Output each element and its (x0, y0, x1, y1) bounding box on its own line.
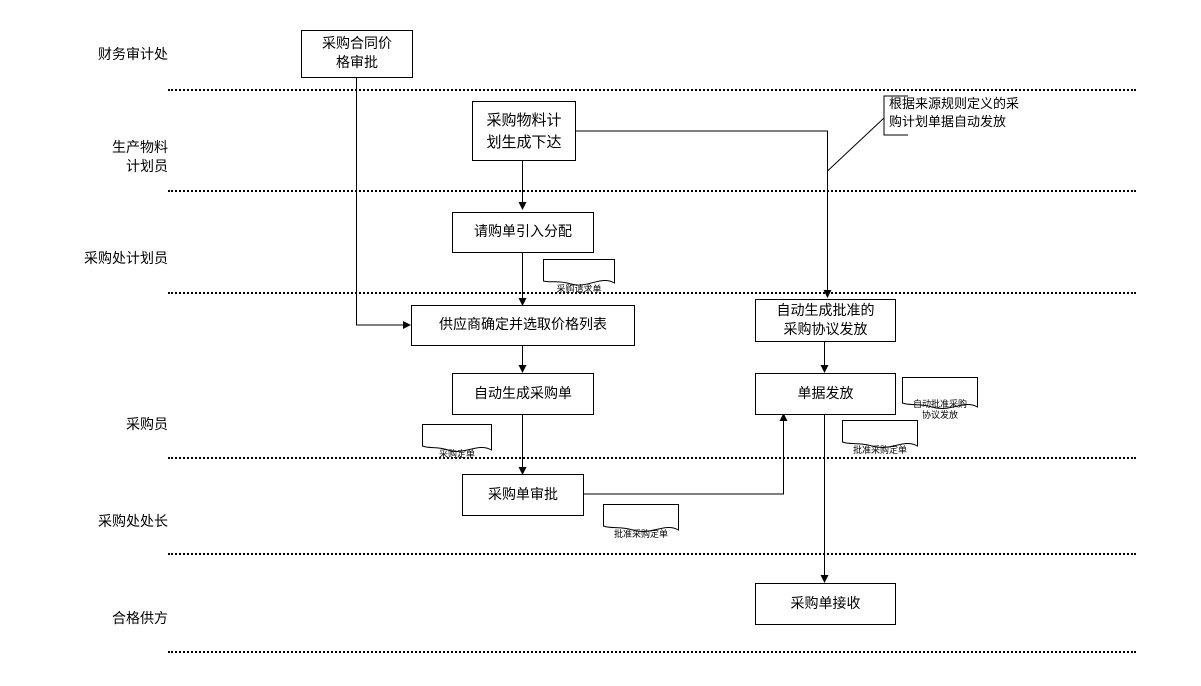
doc-auto-approved-agreement: 自动批准采购 协议发放 (902, 377, 978, 421)
document-shape-icon (902, 377, 978, 409)
step-po-approval[interactable]: 采购单审批 (462, 474, 584, 516)
step-supplier-price-list[interactable]: 供应商确定并选取价格列表 (411, 305, 635, 346)
step-auto-generate-po[interactable]: 自动生成采购单 (452, 373, 594, 415)
doc-label: 批准采购定单 (613, 530, 668, 540)
lane-divider (168, 190, 1136, 192)
doc-label: 采购请求单 (556, 285, 602, 295)
document-shape-icon (543, 259, 615, 286)
flow-plan-to-agreement (576, 130, 832, 298)
lane-divider (168, 553, 1136, 555)
doc-purchase-request: 采购请求单 (543, 259, 615, 295)
step-requisition-assign[interactable]: 请购单引入分配 (452, 212, 594, 253)
lane-label-production-planner: 生产物料 计划员 (112, 140, 168, 175)
step-contract-price-approval[interactable]: 采购合同价 格审批 (301, 30, 413, 78)
doc-approved-po-1: 批准采购定单 (603, 504, 679, 540)
annotation-auto-release: 根据来源规则定义的采 购计划单据自动发放 (889, 97, 1020, 130)
doc-label: 批准采购定单 (852, 446, 907, 456)
doc-approved-po-2: 批准采购定单 (842, 420, 918, 456)
lane-divider (168, 89, 1136, 91)
step-material-plan-release[interactable]: 采购物料计 划生成下达 (472, 101, 576, 161)
step-document-release[interactable]: 单据发放 (755, 373, 896, 415)
lane-label-procurement-planner: 采购处计划员 (84, 251, 168, 267)
doc-label: 采购定单 (438, 450, 475, 460)
document-shape-icon (842, 420, 918, 448)
flow-contract-to-supplier (356, 77, 411, 329)
doc-label: 自动批准采购 协议发放 (912, 400, 967, 421)
lane-divider (168, 651, 1136, 653)
document-shape-icon (422, 424, 492, 452)
lane-label-procurement-head: 采购处处长 (98, 514, 168, 530)
lane-divider (168, 292, 1136, 294)
document-shape-icon (603, 504, 679, 532)
doc-purchase-order: 采购定单 (422, 424, 492, 460)
flow-approval-to-release (583, 413, 788, 495)
step-auto-agreement-release[interactable]: 自动生成批准的 采购协议发放 (755, 299, 896, 342)
lane-label-buyer: 采购员 (126, 417, 168, 433)
lane-label-qualified-supplier: 合格供方 (112, 611, 168, 627)
annotation-bracket (883, 95, 908, 136)
step-po-receipt[interactable]: 采购单接收 (755, 583, 896, 625)
annotation-leader-line (827, 117, 885, 172)
lane-divider (168, 457, 1136, 459)
lane-label-finance-audit: 财务审计处 (98, 47, 168, 63)
